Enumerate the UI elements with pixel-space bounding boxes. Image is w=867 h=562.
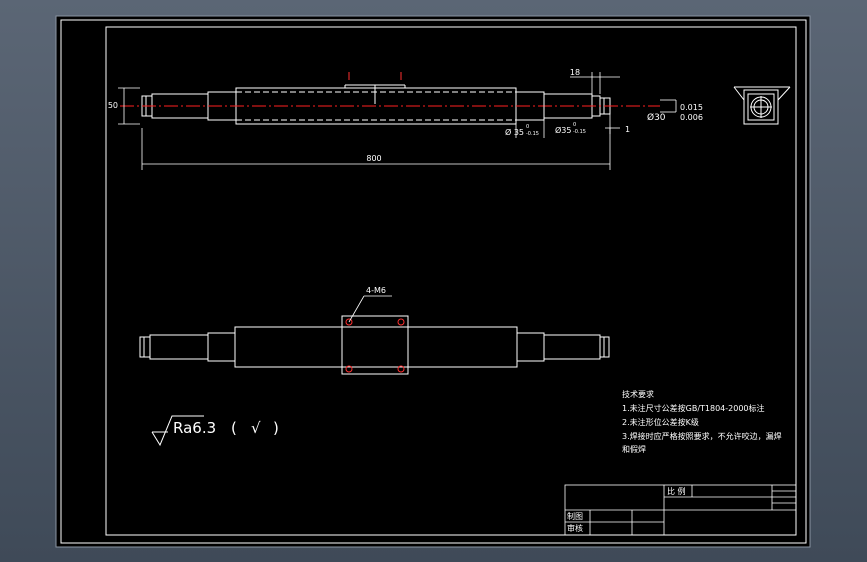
dim-length: 800 [366, 154, 381, 163]
dimensions-top [118, 72, 677, 170]
dim-dia-2: Ø35 [555, 125, 571, 135]
tech-item-1: 1.未注尺寸公差按GB/T1804-2000标注 [622, 403, 765, 413]
tech-item-4: 和假焊 [622, 444, 646, 454]
hole-bottom-left [345, 365, 353, 373]
drawing-sheet [55, 15, 811, 548]
tech-item-3: 3.焊接时应严格按照要求，不允许咬边，漏焊 [622, 431, 782, 441]
dim-height: 50 [108, 101, 118, 110]
roughness-symbol [151, 415, 204, 447]
dim-step: 1 [625, 125, 630, 134]
dim-dia-1: Ø 35 [505, 127, 524, 137]
roughness-check: √ [251, 419, 261, 437]
roughness-value: Ra6.3 [173, 419, 216, 437]
dim-dia-2-tol: -0.15 [573, 129, 586, 135]
scale-label: 比 例 [667, 486, 686, 496]
hole-top-right [397, 318, 405, 326]
hole-bottom-right [397, 365, 405, 373]
mount-plate [341, 315, 409, 375]
dim-dia-1-tol: -0.15 [526, 131, 539, 137]
hole-callout: 4-M6 [366, 286, 386, 295]
dim-gap: 18 [570, 68, 580, 77]
inner-frame [105, 26, 797, 536]
tech-title: 技术要求 [622, 389, 654, 399]
mount-holes [345, 318, 405, 373]
dim-shaft-tol-lower: 0.006 [680, 113, 703, 122]
dim-shaft: Ø30 [647, 112, 666, 123]
hole-top-left [345, 318, 353, 326]
bottom-view [139, 315, 610, 375]
outer-frame [60, 19, 807, 544]
hole-leader [348, 295, 392, 323]
tech-item-2: 2.未注形位公差按K级 [622, 417, 699, 427]
dim-dia-1-tol-upper: 0 [526, 124, 529, 130]
checked-label: 审核 [567, 523, 583, 533]
dim-dia-2-tol-upper: 0 [573, 122, 576, 128]
roughness-paren-close: ) [273, 419, 279, 437]
roughness-paren-open: ( [231, 419, 237, 437]
end-view [733, 86, 791, 125]
title-block [564, 484, 797, 536]
dim-shaft-tol-upper: 0.015 [680, 103, 703, 112]
drawn-label: 制图 [567, 511, 583, 521]
